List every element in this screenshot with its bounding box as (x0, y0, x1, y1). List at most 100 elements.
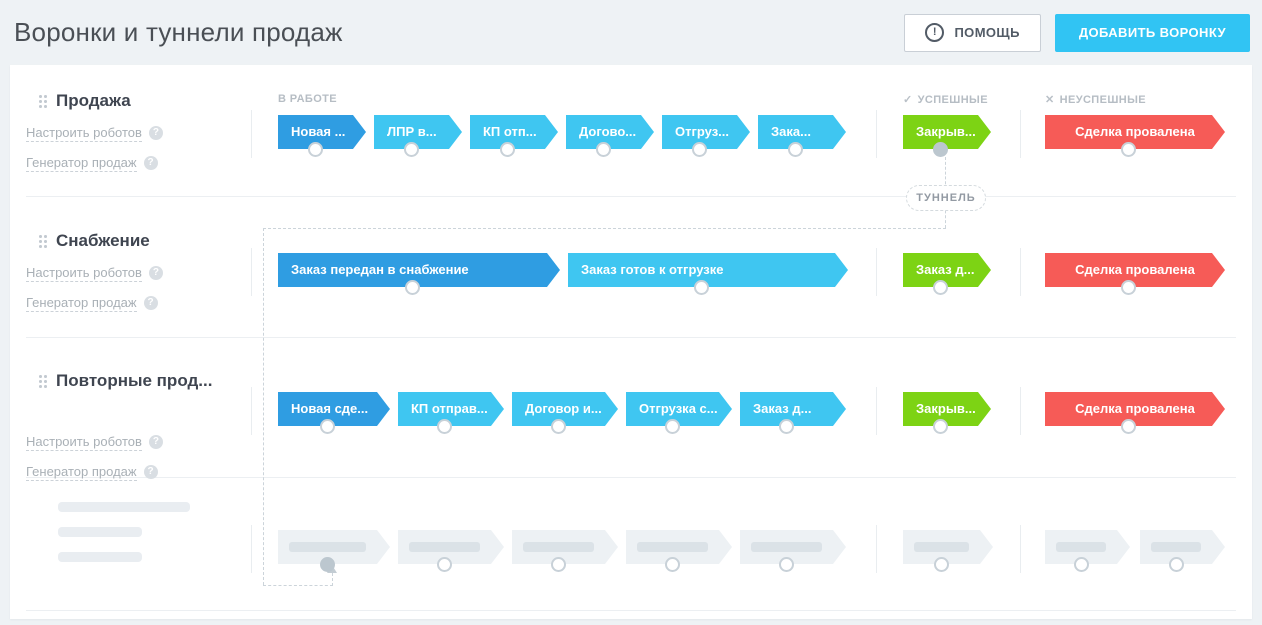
stage-connector-dot[interactable] (1168, 557, 1184, 572)
stage-connector-dot[interactable] (934, 557, 949, 572)
link-label: Настроить роботов (26, 434, 142, 451)
success-stages: Заказ д... (903, 253, 991, 295)
funnel-title: Продажа (26, 91, 254, 111)
funnel-stage[interactable]: Договор и... (512, 392, 618, 434)
page-title: Воронки и туннели продаж (14, 17, 343, 47)
funnel-stage[interactable]: Закрыв... (903, 392, 991, 434)
funnel-name[interactable]: Снабжение (56, 231, 150, 250)
funnel-stage[interactable]: ЛПР в... (374, 115, 462, 157)
drag-handle-icon[interactable] (38, 234, 48, 250)
funnel-stage[interactable]: Отгруз... (662, 115, 750, 157)
placeholder-text-bar (58, 552, 142, 562)
funnel-title: Снабжение (26, 231, 254, 251)
stage-connector-dot[interactable] (694, 280, 709, 295)
stage-connector-dot[interactable] (320, 419, 335, 434)
in-progress-stages: Новая сде... КП отправ...Договор и...Отгр… (278, 392, 846, 434)
success-stages: Закрыв... (903, 115, 991, 157)
sales-generator-link[interactable]: Генератор продаж? (26, 154, 158, 172)
placeholder-bar (289, 542, 366, 552)
column-divider (876, 110, 877, 158)
stage-connector-dot[interactable] (500, 142, 515, 157)
stage-connector-dot[interactable] (1121, 419, 1136, 434)
funnel-stage[interactable]: Сделка провалена (1045, 392, 1225, 434)
stage-connector-dot[interactable] (404, 142, 419, 157)
funnels-card: В РАБОТЕ ✓УСПЕШНЫЕ ✕НЕУСПЕШНЫЕ ТУННЕЛЬ П… (10, 65, 1252, 619)
link-label: Генератор продаж (26, 155, 137, 172)
sales-generator-link[interactable]: Генератор продаж? (26, 294, 158, 312)
funnel-stage[interactable]: Новая сде... (278, 392, 390, 434)
stage-placeholder (398, 530, 504, 572)
placeholder-bar (751, 542, 822, 552)
placeholder-text-bar (58, 502, 190, 512)
tunnel-badge[interactable]: ТУННЕЛЬ (906, 185, 986, 211)
help-circle-icon: ? (143, 295, 158, 310)
funnel-stage[interactable]: Зака... (758, 115, 846, 157)
funnel-stage[interactable]: КП отправ... (398, 392, 504, 434)
stage-connector-dot[interactable] (933, 419, 948, 434)
stage-connector-dot[interactable] (933, 142, 948, 157)
stage-connector-dot[interactable] (551, 557, 566, 572)
stage-connector-dot[interactable] (665, 557, 680, 572)
stage-connector-dot[interactable] (1121, 280, 1136, 295)
stage-connector-dot[interactable] (692, 142, 707, 157)
stage-connector-dot[interactable] (779, 557, 794, 572)
funnel-stage[interactable]: Заказ д... (740, 392, 846, 434)
column-divider (876, 248, 877, 296)
drag-handle-icon[interactable] (38, 374, 48, 390)
funnel-stage[interactable]: Сделка провалена (1045, 115, 1225, 157)
configure-robots-link[interactable]: Настроить роботов? (26, 124, 163, 142)
stage-connector-dot[interactable] (1073, 557, 1089, 572)
funnel-stage[interactable]: Закрыв... (903, 115, 991, 157)
stage-label: Заказ д... (753, 401, 812, 416)
placeholder-bar (523, 542, 594, 552)
tunnel-path (332, 573, 333, 586)
stage-connector-dot[interactable] (779, 419, 794, 434)
row-divider (26, 610, 1236, 611)
funnel-stage[interactable]: Догово... (566, 115, 654, 157)
stage-connector-dot[interactable] (933, 280, 948, 295)
stage-label: Сделка провалена (1075, 262, 1195, 277)
stage-connector-dot[interactable] (551, 419, 566, 434)
funnel-name[interactable]: Повторные прод... (56, 371, 213, 390)
sales-generator-link[interactable]: Генератор продаж? (26, 463, 158, 481)
stage-label: Новая сде... (291, 401, 369, 416)
configure-robots-link[interactable]: Настроить роботов? (26, 433, 163, 451)
stage-connector-dot[interactable] (788, 142, 803, 157)
stage-connector-dot[interactable] (308, 142, 323, 157)
stage-connector-dot[interactable] (405, 280, 420, 295)
stage-connector-dot[interactable] (665, 419, 680, 434)
stage-connector-dot[interactable] (437, 419, 452, 434)
cross-icon: ✕ (1045, 94, 1055, 106)
stage-label: Сделка провалена (1075, 124, 1195, 139)
stage-connector-dot[interactable] (437, 557, 452, 572)
header-actions: ! ПОМОЩЬ ДОБАВИТЬ ВОРОНКУ (904, 13, 1250, 52)
funnel-stage[interactable]: Отгрузка с... (626, 392, 732, 434)
funnel-stage[interactable]: Сделка провалена (1045, 253, 1225, 295)
stage-label: Закрыв... (916, 124, 976, 139)
funnel-stage[interactable]: Заказ д... (903, 253, 991, 295)
funnel-stage[interactable]: КП отп... (470, 115, 558, 157)
configure-robots-link[interactable]: Настроить роботов? (26, 264, 163, 282)
stage-connector-dot[interactable] (596, 142, 611, 157)
funnel-stage[interactable]: Заказ готов к отгрузке (568, 253, 848, 295)
funnel-name[interactable]: Продажа (56, 91, 131, 110)
tunnel-path (263, 228, 264, 585)
stage-connector-dot[interactable] (320, 557, 335, 572)
funnel-stage[interactable]: Новая ... (278, 115, 366, 157)
add-funnel-button[interactable]: ДОБАВИТЬ ВОРОНКУ (1054, 13, 1250, 52)
stage-label: Заказ д... (916, 262, 975, 277)
help-circle-icon: ? (148, 434, 163, 449)
help-button[interactable]: ! ПОМОЩЬ (904, 13, 1041, 52)
help-circle-icon: ? (143, 155, 158, 170)
column-divider (251, 110, 252, 158)
help-circle-icon: ? (143, 464, 158, 479)
funnel-row: Повторные прод...Настроить роботов?Генер… (10, 365, 1252, 500)
stage-connector-dot[interactable] (1121, 142, 1136, 157)
funnel-stage[interactable]: Заказ передан в снабжение (278, 253, 560, 295)
placeholder-bar (1056, 542, 1106, 552)
drag-handle-icon[interactable] (38, 94, 48, 110)
